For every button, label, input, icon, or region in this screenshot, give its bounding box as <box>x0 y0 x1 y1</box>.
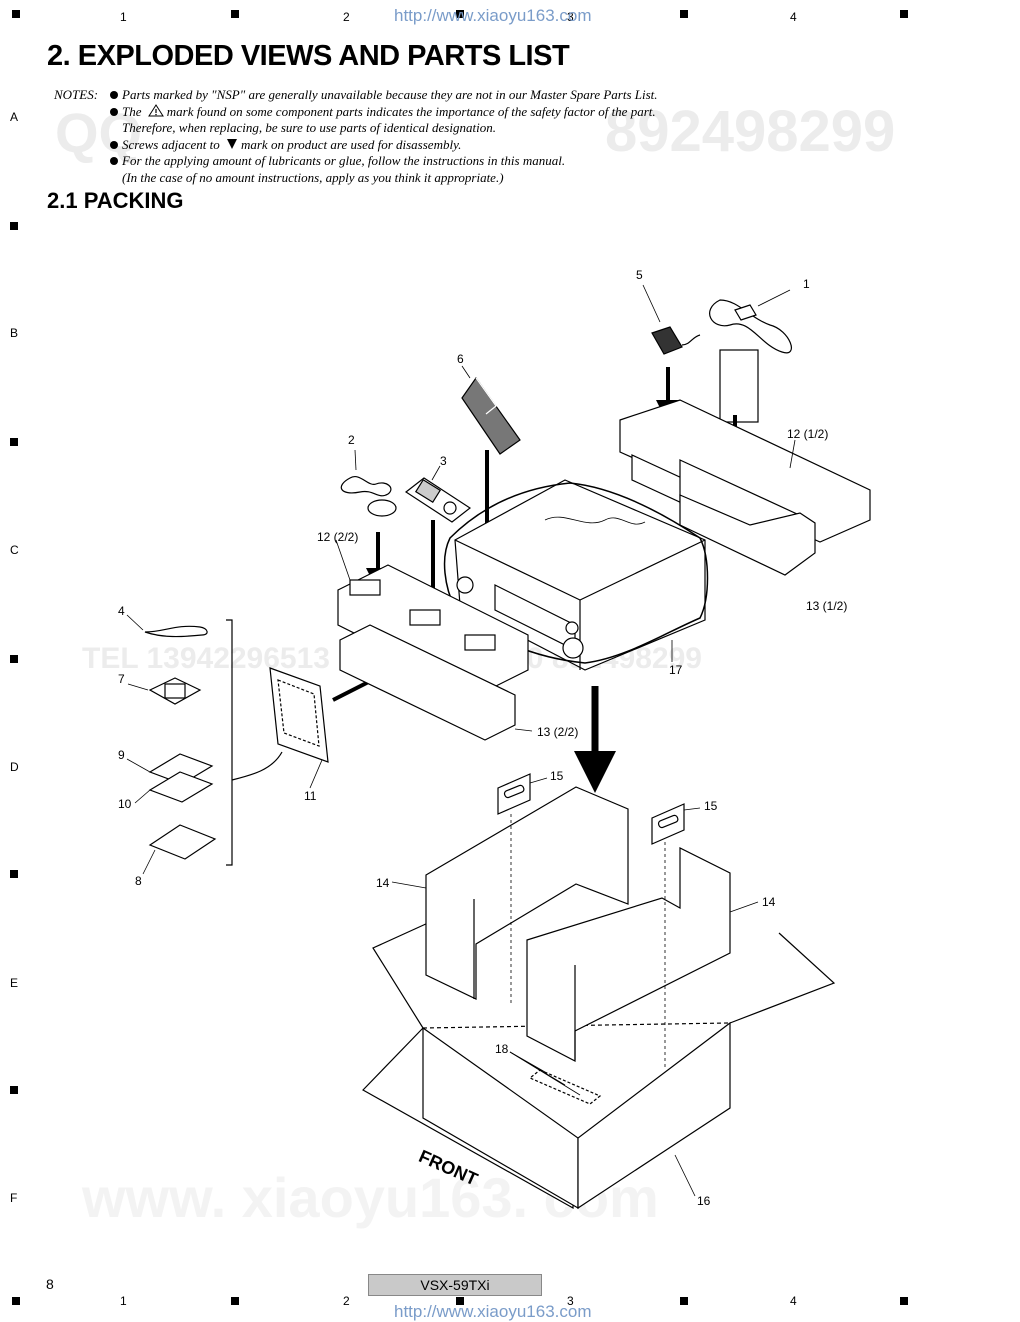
cushion-13-upper <box>679 494 816 576</box>
watermark: QQ <box>55 101 143 164</box>
corner-mark <box>12 10 20 18</box>
column-number: 2 <box>343 1294 350 1308</box>
part-label: 9 <box>118 748 125 762</box>
polybag-part <box>269 667 329 789</box>
handle-15-left <box>497 773 548 1005</box>
accessories-group <box>126 614 283 875</box>
part-label: 2 <box>348 433 355 447</box>
part-label: 16 <box>697 1194 711 1208</box>
cushion-13-lower <box>339 624 533 741</box>
part-label: 15 <box>550 769 564 783</box>
receiver-unit-17 <box>443 479 709 671</box>
part-label: 3 <box>440 454 447 468</box>
row-letter: B <box>10 326 19 340</box>
remote-control-part <box>404 465 472 523</box>
row-letter: D <box>10 760 19 774</box>
cushion-12-lower <box>335 539 529 696</box>
ruler-mark <box>10 438 18 446</box>
part-label: 14 <box>762 895 776 909</box>
row-letter: C <box>10 543 19 557</box>
carton-box-16 <box>362 922 836 1210</box>
column-number: 1 <box>120 10 127 24</box>
column-number: 1 <box>120 1294 127 1308</box>
note-line: For the applying amount of lubricants or… <box>110 153 565 170</box>
part-label: 1 <box>803 277 810 291</box>
bullet-icon <box>110 157 118 166</box>
bullet-icon <box>110 91 118 99</box>
ruler-mark <box>900 1297 908 1305</box>
page-number: 8 <box>46 1276 54 1292</box>
ruler-mark <box>900 10 908 18</box>
page-title: 2. EXPLODED VIEWS AND PARTS LIST <box>47 40 570 72</box>
notes-block: NOTES: Parts marked by "NSP" are general… <box>54 87 814 187</box>
part-label: 4 <box>118 604 125 618</box>
document-sheet <box>719 349 759 423</box>
part-label: 14 <box>376 876 390 890</box>
watermark: 892498299 <box>605 99 896 164</box>
divider-14-right <box>526 847 759 1062</box>
ruler-mark <box>456 10 464 18</box>
ruler-mark <box>10 655 18 663</box>
part-label: 17 <box>669 663 683 677</box>
divider-14-left <box>391 786 629 1000</box>
note-line: The mark found on some component parts i… <box>110 104 656 121</box>
note-line: Therefore, when replacing, be sure to us… <box>122 120 496 136</box>
part-label: 6 <box>457 352 464 366</box>
ac-adapter-part <box>642 284 701 355</box>
model-name-badge: VSX-59TXi <box>368 1274 542 1296</box>
header-url-link[interactable]: http://www.xiaoyu163.com <box>394 6 592 25</box>
bullet-icon <box>110 107 118 116</box>
row-letter: E <box>10 976 19 990</box>
ruler-mark <box>10 222 18 230</box>
part-label: 8 <box>135 874 142 888</box>
clips-18 <box>509 1051 602 1105</box>
ruler-mark <box>680 1297 688 1305</box>
ruler-mark <box>456 1297 464 1305</box>
part-label: 13 (2/2) <box>537 725 579 739</box>
handle-15-right <box>651 803 701 1070</box>
row-letter: A <box>10 110 19 124</box>
part-label: 13 (1/2) <box>806 599 848 613</box>
power-cord-part <box>709 289 792 354</box>
part-label: 11 <box>304 789 317 803</box>
part-label: 12 (2/2) <box>317 530 359 544</box>
part-label: 12 (1/2) <box>787 427 829 441</box>
column-number: 2 <box>343 10 350 24</box>
row-letter: F <box>10 1191 18 1205</box>
ruler-mark <box>10 1086 18 1094</box>
ruler-mark <box>680 10 688 18</box>
down-triangle-icon <box>226 138 237 149</box>
setup-microphone-part <box>340 449 397 517</box>
warning-triangle-icon <box>147 103 164 117</box>
remote-part <box>461 365 521 455</box>
part-label: 10 <box>118 797 132 811</box>
column-number: 4 <box>790 10 797 24</box>
ruler-mark <box>231 1297 239 1305</box>
ruler-mark <box>231 10 239 18</box>
section-title: 2.1 PACKING <box>47 188 184 213</box>
column-number: 4 <box>790 1294 797 1308</box>
ruler-mark <box>10 870 18 878</box>
bullet-icon <box>110 140 118 149</box>
note-line: Screws adjacent to mark on product are u… <box>110 137 461 154</box>
part-label: 15 <box>704 799 718 813</box>
column-number: 3 <box>567 10 574 24</box>
part-label: 18 <box>495 1042 509 1056</box>
notes-label: NOTES: <box>54 87 99 102</box>
part-label: 5 <box>636 268 643 282</box>
part-label: 7 <box>118 672 125 686</box>
note-line: Parts marked by "NSP" are generally unav… <box>110 87 658 104</box>
column-number: 3 <box>567 1294 574 1308</box>
corner-mark <box>12 1297 20 1305</box>
footer-url-link[interactable]: http://www.xiaoyu163.com <box>394 1302 592 1321</box>
note-line: (In the case of no amount instructions, … <box>122 170 504 185</box>
